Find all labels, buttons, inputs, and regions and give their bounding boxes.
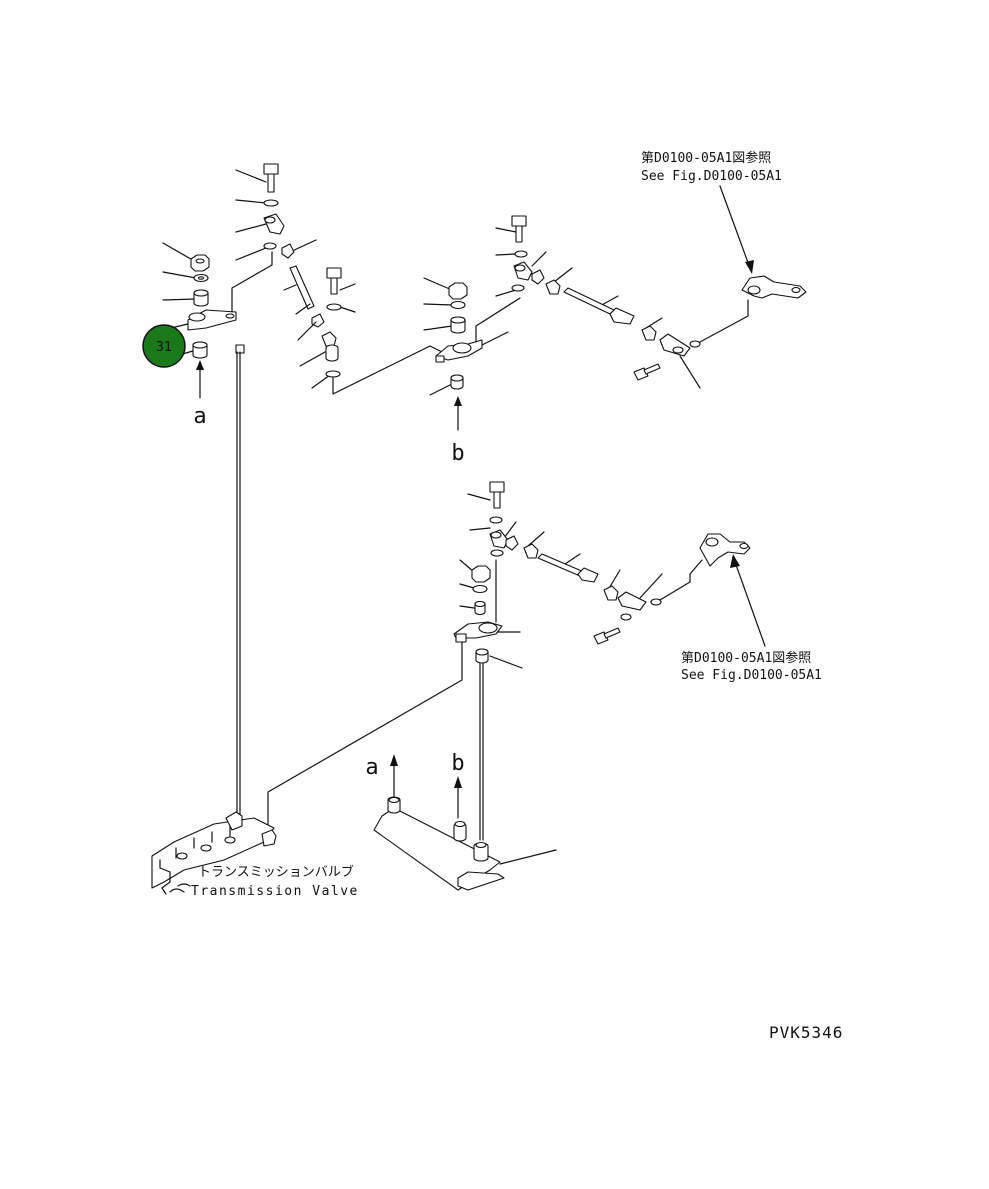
- callout-number: 31: [156, 340, 173, 355]
- bolt: [263, 163, 279, 175]
- view-marker-b-top: b: [451, 441, 464, 466]
- ref-mid-en: See Fig.D0100-05A1: [681, 668, 822, 683]
- view-marker-a-bottom: a: [365, 755, 378, 780]
- transmission-valve-jp: トランスミッションバルブ: [198, 864, 354, 880]
- drawing-code: PVK5346: [769, 1023, 843, 1042]
- control-rods: [236, 351, 484, 841]
- ref-top-jp: 第D0100-05A1図参照: [641, 150, 771, 166]
- left-lever-assembly: [162, 242, 245, 399]
- upper-link-assembly: [231, 163, 325, 341]
- ref-top-en: See Fig.D0100-05A1: [641, 169, 782, 184]
- callout-badge[interactable]: 31: [142, 324, 186, 368]
- ref-mid-jp: 第D0100-05A1図参照: [681, 650, 811, 666]
- view-marker-b-bottom: b: [451, 751, 464, 776]
- floor-bracket: [373, 754, 557, 891]
- transmission-valve-en: Transmission Valve: [191, 884, 359, 899]
- lower-linkage-assembly: [453, 481, 766, 669]
- upper-right-linkage: [495, 185, 807, 389]
- transmission-valve: [151, 811, 277, 895]
- center-link-assembly: [299, 267, 443, 395]
- b-lever-assembly: [423, 277, 521, 431]
- view-marker-a-top: a: [193, 404, 206, 429]
